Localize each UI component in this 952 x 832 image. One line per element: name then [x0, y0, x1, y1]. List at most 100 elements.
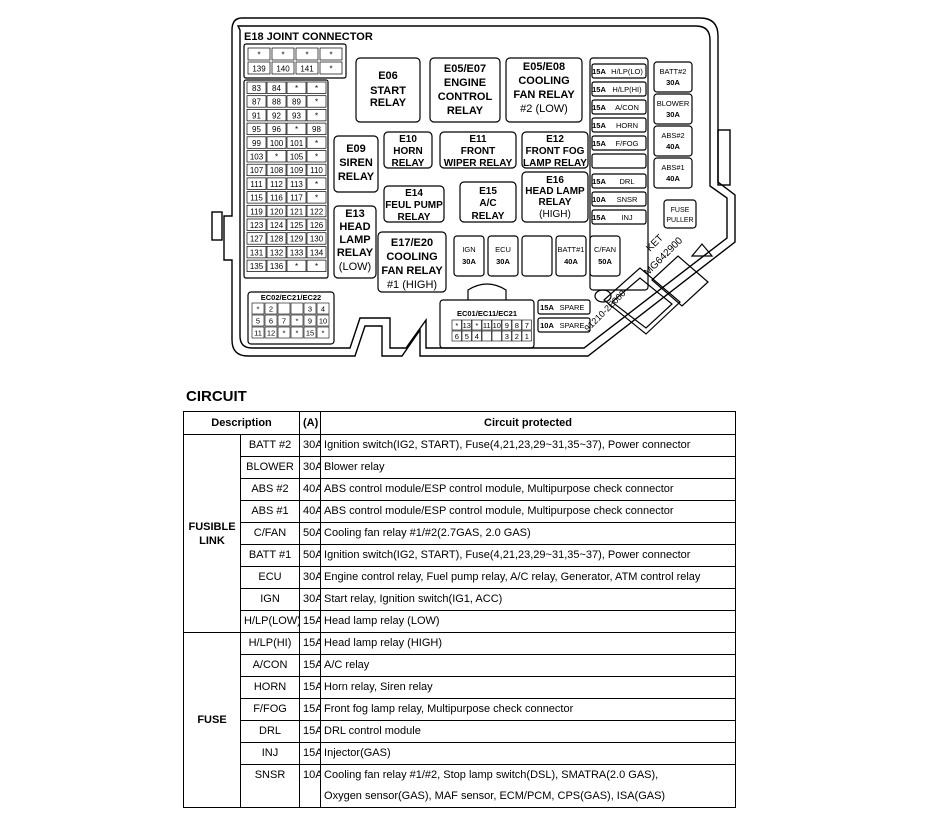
table-row: H/LP(LOW)15AHead lamp relay (LOW)	[184, 610, 736, 633]
joint-pin-label: 100	[270, 139, 284, 148]
connector-pin	[471, 319, 482, 331]
row-amp: 30A	[299, 434, 322, 457]
joint-pin-label: *	[305, 51, 308, 60]
joint-pin-label: *	[295, 125, 298, 134]
circuit-table: Description (A) Circuit protected FUSIBL…	[182, 411, 736, 808]
joint-pin-label: 107	[250, 166, 264, 175]
joint-pin-label: 93	[292, 111, 301, 120]
row-circuit: Start relay, Ignition switch(IG1, ACC)	[320, 588, 736, 611]
joint-pin-label: *	[295, 262, 298, 271]
connector-pin	[491, 330, 502, 342]
fuse-amp: 15A	[592, 177, 606, 186]
relay-e14-line: E14	[405, 188, 423, 199]
connector-pin-label: 1	[525, 332, 529, 341]
joint-pin	[271, 61, 295, 75]
fuse-slot-H/LP(LO)	[591, 63, 647, 79]
joint-pin	[247, 61, 271, 75]
fuse-amp: 15A	[592, 121, 606, 130]
spare-amp: 10A	[540, 321, 554, 330]
relay-e17e20-line: E17/E20	[391, 237, 433, 249]
relay-e05e08-line: #2 (LOW)	[520, 103, 568, 115]
joint-pin	[286, 232, 307, 245]
connector-left-title: EC02/EC21/EC22	[261, 293, 321, 302]
relay-e10-line: HORN	[393, 146, 422, 157]
connector-ec02	[247, 291, 335, 345]
row-name: BLOWER	[239, 456, 301, 479]
table-row: HORN15AHorn relay, Siren relay	[184, 676, 736, 699]
row-circuit: Horn relay, Siren relay	[320, 676, 736, 699]
fusible-link-bottom	[555, 235, 587, 277]
joint-pin-label: 133	[290, 248, 304, 257]
header-circuit: Circuit protected	[320, 411, 736, 435]
joint-pin-label: *	[315, 262, 318, 271]
joint-pin	[266, 81, 287, 94]
joint-pin-label: 130	[310, 235, 324, 244]
joint-pin-label: 105	[290, 153, 304, 162]
row-name: H/LP(LOW)	[239, 610, 301, 633]
joint-pin-label: 119	[250, 207, 263, 216]
row-amp: 15A	[299, 610, 322, 633]
joint-pin-label: 95	[252, 125, 261, 134]
connector-pin-label: 7	[282, 317, 286, 326]
joint-pin	[247, 47, 271, 61]
joint-pin	[246, 95, 267, 108]
joint-block-top	[243, 43, 347, 79]
table-row: DRL15ADRL control module	[184, 720, 736, 743]
table-row: BATT #150AIgnition switch(IG2, START), F…	[184, 544, 736, 567]
joint-pin-label: 135	[250, 262, 264, 271]
table-row-snsr: SNSR10ACooling fan relay #1/#2, Stop lam…	[184, 764, 736, 786]
fuse-amp: 15A	[592, 103, 606, 112]
joint-pin-label: *	[329, 51, 332, 60]
fuse-name: A/CON	[615, 103, 639, 112]
fuse-slot-A/CON	[591, 99, 647, 115]
relay-e06-line: START	[370, 85, 406, 97]
connector-pin	[501, 319, 512, 331]
relay-e13-line: RELAY	[337, 247, 374, 259]
joint-pin	[286, 163, 307, 177]
joint-pin-label: 127	[250, 235, 264, 244]
relay-e09-line: SIREN	[339, 157, 373, 169]
joint-pin-label: *	[315, 139, 318, 148]
relay-blocks: E06STARTRELAYE05/E07ENGINECONTROLRELAYE0…	[333, 57, 589, 293]
row-name: DRL	[239, 720, 301, 743]
joint-pin	[295, 47, 319, 61]
joint-pin	[286, 191, 307, 204]
relay-e06-line: E06	[378, 70, 398, 82]
joint-pin-label: *	[295, 84, 298, 93]
relay-e15-line: RELAY	[472, 211, 505, 222]
fuse-name: H/LP(HI)	[612, 85, 642, 94]
joint-pin-label: 121	[290, 207, 304, 216]
connector-pin-label: *	[296, 329, 299, 338]
joint-pin-label: 129	[290, 235, 304, 244]
joint-pin	[266, 246, 287, 259]
joint-pin-label: 115	[250, 194, 263, 203]
connector-pin	[511, 330, 522, 342]
row-amp: 40A	[299, 500, 322, 523]
relay-e06	[355, 57, 421, 123]
fuse-amp: 10A	[592, 195, 606, 204]
row-name: HORN	[239, 676, 301, 699]
spare-fuse-slot	[537, 317, 591, 333]
relay-e17e20	[377, 231, 447, 293]
joint-pin	[266, 204, 287, 218]
connector-latch	[467, 283, 507, 300]
fuse-puller-label: PULLER	[666, 217, 693, 224]
connector-pin-label: 5	[256, 317, 260, 326]
relay-e09-line: E09	[346, 143, 366, 155]
row-circuit: Ignition switch(IG2, START), Fuse(4,21,2…	[320, 544, 736, 567]
link-amp: 40A	[666, 142, 680, 151]
connector-pin-label: 12	[267, 329, 275, 338]
joint-pin	[246, 136, 267, 149]
connector-pin-label: 2	[269, 305, 273, 314]
connector-pin	[521, 330, 532, 342]
joint-pin	[246, 109, 267, 122]
row-circuit: Injector(GAS)	[320, 742, 736, 765]
joint-pin-label: 103	[250, 153, 264, 162]
connector-pin-label: 9	[308, 317, 312, 326]
row-name: ABS #1	[239, 500, 301, 523]
table-row: A/CON15AA/C relay	[184, 654, 736, 677]
relay-e12	[521, 131, 589, 169]
joint-pin	[286, 122, 307, 135]
connector-pin-label: 15	[306, 329, 314, 338]
